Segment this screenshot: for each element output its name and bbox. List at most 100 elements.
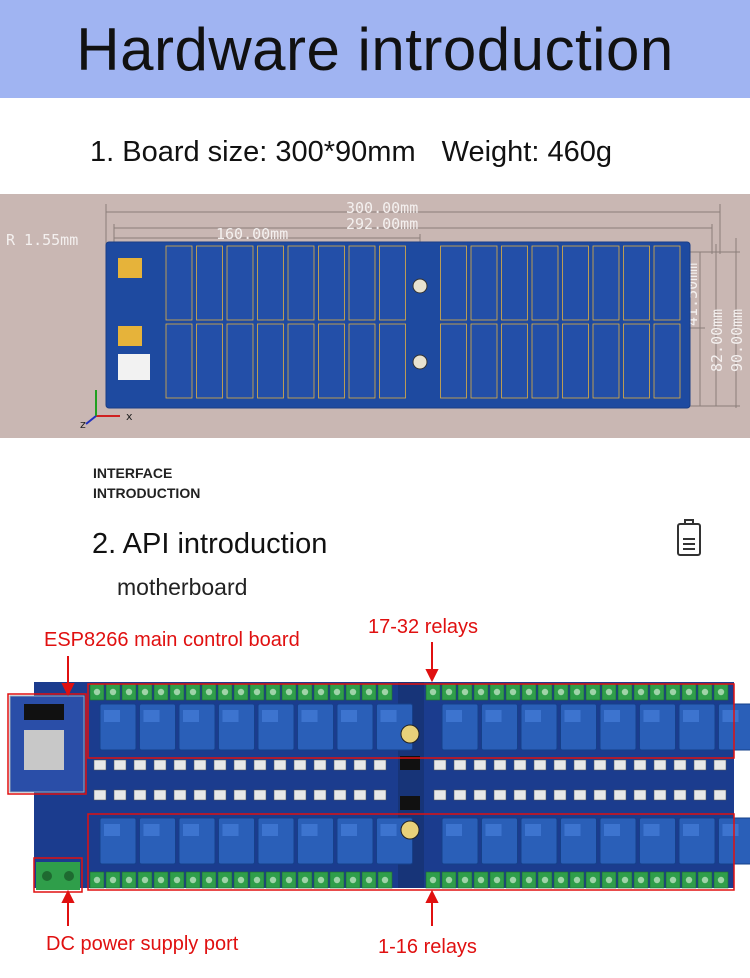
pcb-capacitor-top <box>413 279 427 293</box>
interface-line2: INTRODUCTION <box>93 483 200 503</box>
led-resistor <box>114 790 126 800</box>
led-resistor <box>194 760 206 770</box>
led-resistor <box>514 760 526 770</box>
pcb-header-bottom <box>118 326 142 346</box>
cad-relay-footprint <box>288 246 314 320</box>
cad-relay-footprint <box>319 246 345 320</box>
axis-x-label: x <box>126 410 133 423</box>
ic-chip-bottom <box>400 796 420 810</box>
cad-relay-footprint <box>349 246 375 320</box>
cad-relay-footprint <box>380 324 406 398</box>
cad-relay-footprint <box>654 324 680 398</box>
led-resistor <box>554 790 566 800</box>
led-resistor <box>214 760 226 770</box>
cad-relay-footprint <box>258 324 284 398</box>
cad-relay-footprint <box>258 246 284 320</box>
led-resistor <box>434 790 446 800</box>
led-resistor <box>714 760 726 770</box>
led-resistor <box>494 760 506 770</box>
led-resistor <box>694 760 706 770</box>
dim-height-b-label: 82.00mm <box>708 309 726 372</box>
cad-relay-footprint <box>197 324 223 398</box>
led-resistor <box>334 790 346 800</box>
led-resistor <box>534 760 546 770</box>
cad-relay-footprint <box>227 324 253 398</box>
relays-1-16-label: 1-16 relays <box>378 936 477 959</box>
interface-line1: INTERFACE <box>93 463 200 483</box>
cad-relay-footprint <box>563 246 589 320</box>
led-resistor <box>134 790 146 800</box>
capacitor-bottom <box>401 821 419 839</box>
led-resistor <box>254 790 266 800</box>
cad-relay-footprint <box>471 246 497 320</box>
led-resistor <box>154 790 166 800</box>
led-resistor <box>614 760 626 770</box>
cad-relay-footprint <box>441 324 467 398</box>
led-resistor <box>574 760 586 770</box>
cad-relay-footprint <box>380 246 406 320</box>
axis-z-label: z <box>80 418 86 431</box>
led-resistor <box>94 790 106 800</box>
esp8266-label: ESP8266 main control board <box>44 629 300 652</box>
led-resistor <box>474 790 486 800</box>
led-resistor <box>474 760 486 770</box>
motherboard-svg <box>0 600 750 974</box>
cad-relay-footprint <box>593 246 619 320</box>
led-resistor <box>174 790 186 800</box>
cad-relay-footprint <box>471 324 497 398</box>
cad-relay-footprint <box>593 324 619 398</box>
weight-text: Weight: 460g <box>442 136 612 168</box>
interface-introduction: INTERFACE INTRODUCTION <box>93 463 200 503</box>
led-resistor <box>634 760 646 770</box>
cad-relay-footprint <box>166 324 192 398</box>
cad-relay-footprint <box>532 246 558 320</box>
cad-relay-footprint <box>624 246 650 320</box>
led-resistor <box>294 760 306 770</box>
led-resistor <box>514 790 526 800</box>
board-size-text: 1. Board size: 300*90mm <box>90 136 416 168</box>
led-resistor <box>314 790 326 800</box>
led-resistor <box>714 790 726 800</box>
led-resistor <box>334 760 346 770</box>
led-resistor <box>614 790 626 800</box>
led-resistor <box>374 790 386 800</box>
led-resistor <box>354 760 366 770</box>
pcb-chip <box>118 354 150 380</box>
relays-17-32-label: 17-32 relays <box>368 616 478 639</box>
led-resistor <box>454 790 466 800</box>
led-resistor <box>174 760 186 770</box>
led-resistor <box>594 760 606 770</box>
led-resistor <box>374 760 386 770</box>
cad-relay-footprint <box>654 246 680 320</box>
cad-relay-footprint <box>502 324 528 398</box>
motherboard-subheading: motherboard <box>117 574 247 601</box>
cad-relay-footprint <box>349 324 375 398</box>
esp8266-chip <box>24 730 64 770</box>
battery-icon <box>676 519 702 561</box>
cad-relay-footprint <box>166 246 192 320</box>
led-resistor <box>654 760 666 770</box>
led-resistor <box>354 790 366 800</box>
led-resistor <box>434 760 446 770</box>
cad-relay-footprint <box>227 246 253 320</box>
led-resistor <box>674 790 686 800</box>
cad-relay-footprint <box>563 324 589 398</box>
led-resistor <box>154 760 166 770</box>
led-resistor <box>194 790 206 800</box>
led-resistor <box>314 760 326 770</box>
dim-height-c-label: 90.00mm <box>728 309 746 372</box>
led-resistor <box>554 760 566 770</box>
led-resistor <box>214 790 226 800</box>
led-resistor <box>274 790 286 800</box>
pcb-header-top <box>118 258 142 278</box>
led-resistor <box>294 790 306 800</box>
led-resistor <box>574 790 586 800</box>
dim-half-label: 160.00mm <box>216 225 288 243</box>
led-resistor <box>274 760 286 770</box>
radius-label: R 1.55mm <box>6 231 78 249</box>
capacitor-top <box>401 725 419 743</box>
cad-relay-footprint <box>624 324 650 398</box>
page-title: Hardware introduction <box>76 15 673 84</box>
cad-drawing: 300.00mm 292.00mm 160.00mm R 1.55mm 41.5… <box>0 194 750 438</box>
led-resistor <box>134 760 146 770</box>
